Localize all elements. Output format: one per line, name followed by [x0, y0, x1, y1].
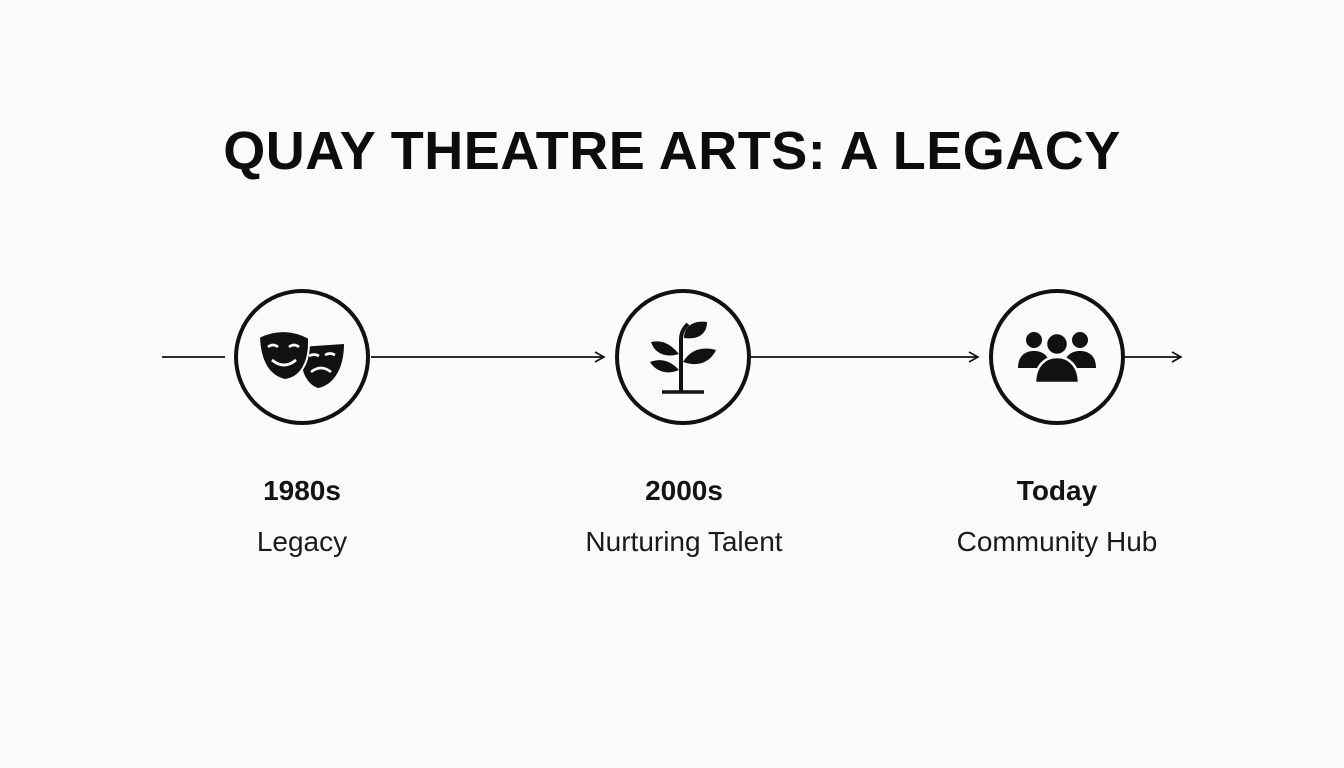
community-group-icon: [1018, 331, 1096, 385]
page-title: QUAY THEATRE ARTS: A LEGACY: [223, 121, 1121, 181]
milestone-node-today: [989, 289, 1125, 425]
milestone-node-2000s: [615, 289, 751, 425]
milestone-period-2000s: 2000s: [645, 475, 723, 506]
sprout-icon: [650, 321, 716, 394]
milestone-node-1980s: [234, 289, 370, 425]
milestone-period-today: Today: [1016, 475, 1098, 506]
theatre-masks-icon: [257, 330, 344, 388]
milestone-caption-2000s: Nurturing Talent: [585, 526, 783, 557]
milestone-caption-today: Community Hub: [956, 526, 1158, 557]
milestone-caption-1980s: Legacy: [256, 526, 348, 557]
milestone-period-1980s: 1980s: [263, 475, 341, 506]
